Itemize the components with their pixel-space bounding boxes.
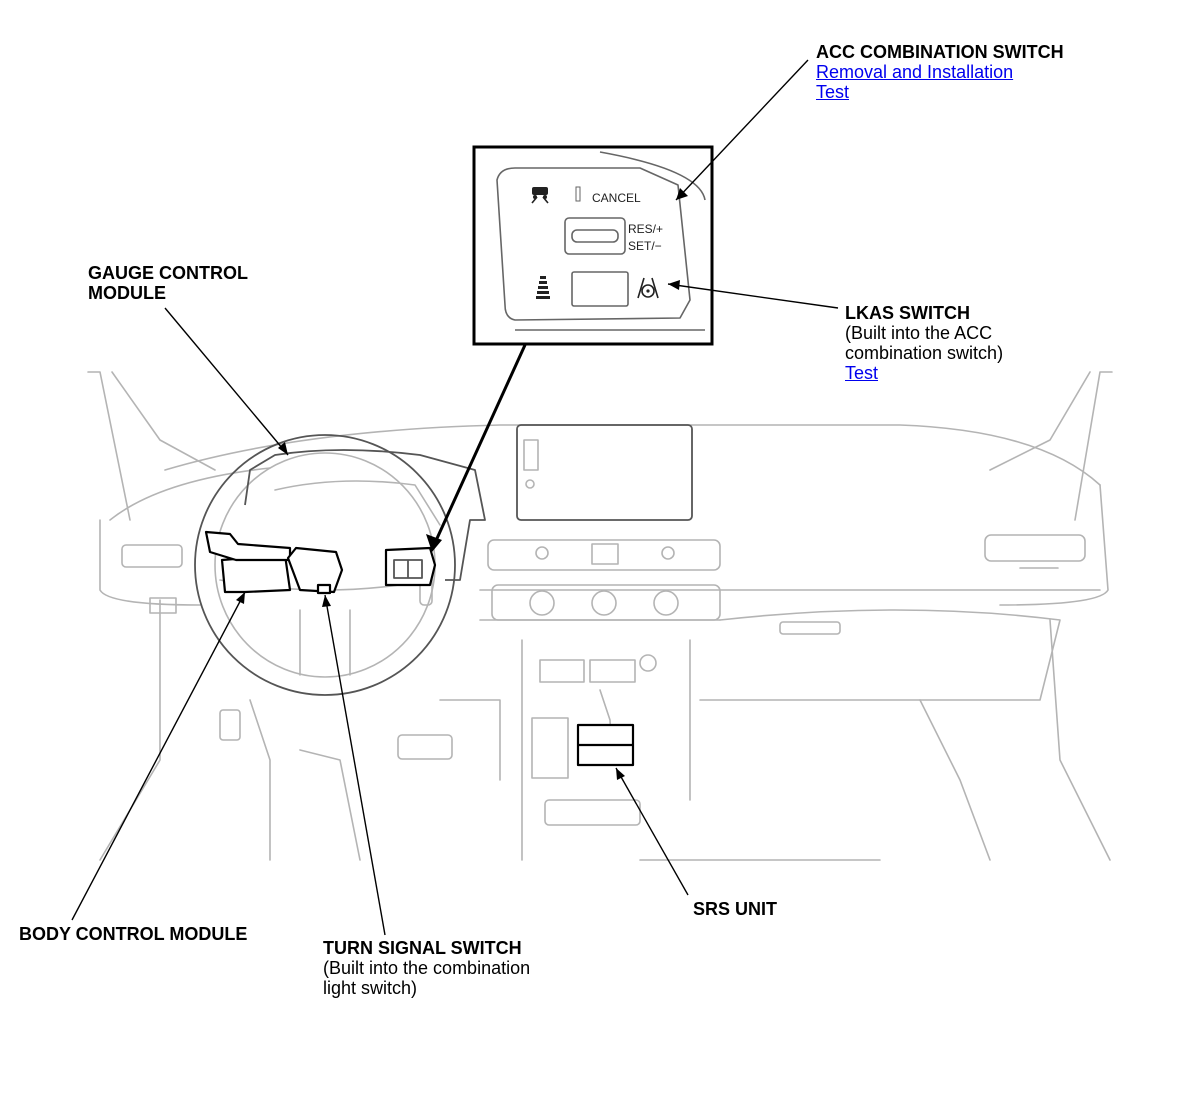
gauge-control-module-callout: GAUGE CONTROL MODULE <box>88 263 278 303</box>
lkas-title: LKAS SWITCH <box>845 303 970 323</box>
acc-removal-installation-link[interactable]: Removal and Installation <box>816 62 1014 82</box>
turn-signal-switch-part <box>286 546 344 595</box>
lkas-switch-callout: LKAS SWITCH (Built into the ACC combinat… <box>845 303 1045 383</box>
acc-switch-part <box>384 546 437 587</box>
combination-light-switch <box>204 530 292 562</box>
srs-title: SRS UNIT <box>693 899 778 919</box>
lkas-test-link[interactable]: Test <box>845 363 879 383</box>
acc-switch-inset: CANCEL RES/+ SET/− <box>472 145 714 346</box>
turn-signal-switch-callout: TURN SIGNAL SWITCH (Built into the combi… <box>323 938 558 998</box>
lkas-icon <box>637 277 659 299</box>
acc-combination-switch-callout: ACC COMBINATION SWITCH Removal and Insta… <box>816 42 1116 102</box>
srs-unit-callout: SRS UNIT <box>693 899 843 919</box>
dashboard-outline <box>87 371 1113 861</box>
lkas-note: (Built into the ACC combination switch) <box>845 323 1004 363</box>
acc-title: ACC COMBINATION SWITCH <box>816 42 1064 62</box>
srs-unit-part <box>576 723 635 767</box>
acc-test-link[interactable]: Test <box>816 82 850 102</box>
inset-set-label: SET/− <box>628 239 662 253</box>
acc-distance-icon <box>531 187 549 204</box>
body-control-title: BODY CONTROL MODULE <box>19 924 248 944</box>
body-control-module-callout: BODY CONTROL MODULE <box>19 924 319 944</box>
inset-cancel-label: CANCEL <box>592 191 641 205</box>
turn-signal-title: TURN SIGNAL SWITCH <box>323 938 522 958</box>
turn-signal-note: (Built into the combination light switch… <box>323 958 531 998</box>
gauge-title: GAUGE CONTROL MODULE <box>88 263 248 303</box>
leader-lines <box>71 59 839 936</box>
lane-bars-icon <box>536 276 550 299</box>
inset-res-label: RES/+ <box>628 222 663 236</box>
